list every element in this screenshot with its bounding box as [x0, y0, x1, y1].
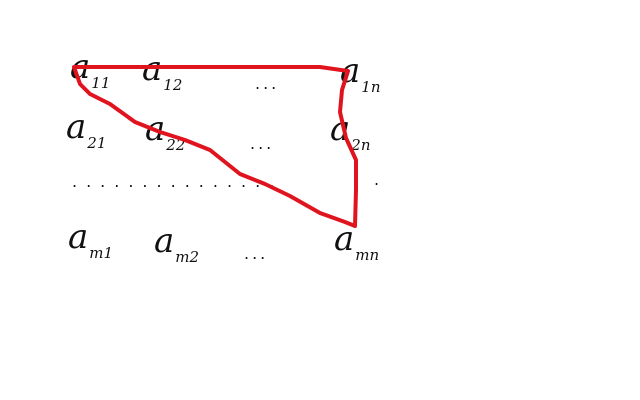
- ellipsis-row1: ...: [255, 74, 280, 93]
- vertical-ellipsis-end: .: [374, 170, 389, 189]
- entry-am2: am2: [154, 221, 200, 266]
- entry-a21: a21: [66, 107, 107, 152]
- entry-am1: am1: [68, 217, 114, 262]
- upper-triangle-outline: [72, 65, 358, 228]
- ellipsis-row2: ...: [250, 134, 275, 153]
- vertical-ellipsis-row: ...............: [72, 172, 284, 191]
- entry-amn: amn: [334, 219, 380, 264]
- ellipsis-row-m: ...: [244, 244, 269, 263]
